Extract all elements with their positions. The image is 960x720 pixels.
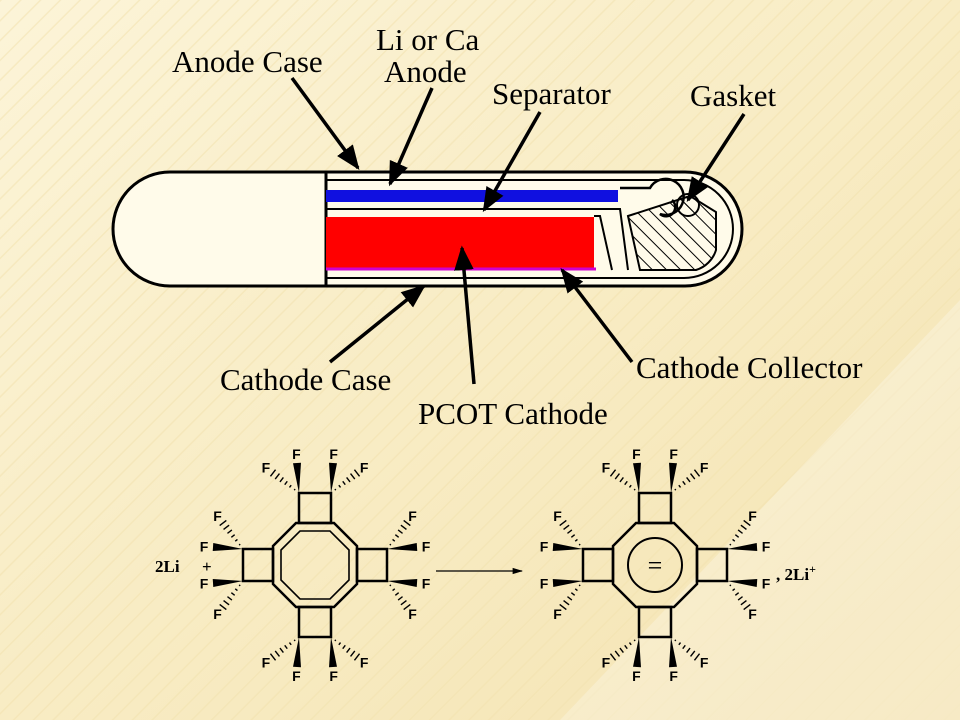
left-cf-hashed-bond: [269, 469, 296, 491]
left-cf-wedge-bond: [329, 637, 337, 668]
arrow-gasket: [686, 113, 746, 203]
left-cf-hashed-bond: [269, 639, 296, 661]
left-fluorine-label: F: [262, 460, 271, 476]
left-fluorine-label: F: [200, 538, 209, 554]
plus-sign: +: [202, 557, 212, 576]
right-cf-wedge-bond: [727, 543, 758, 551]
right-cf-hashed-bond: [609, 469, 636, 491]
left-cf-hashed-bond: [389, 519, 411, 546]
label-anode-case: Anode Case: [172, 44, 323, 79]
right-fluorine-label: F: [553, 508, 562, 524]
left-cf-hashed-bond: [219, 584, 241, 611]
label-separator: Separator: [492, 76, 611, 111]
dianion-charge-symbol: =: [648, 551, 663, 580]
label-gasket: Gasket: [690, 78, 776, 113]
arrow-pcot-cathode: [454, 245, 476, 385]
product-2li-plus: , 2Li+: [776, 562, 816, 584]
left-cf-wedge-bond: [212, 579, 243, 587]
pcot-molecule: [241, 491, 389, 639]
left-fluorine-label: F: [408, 508, 417, 524]
left-cf-hashed-bond: [219, 519, 241, 546]
right-fluorine-label: F: [540, 538, 549, 554]
left-cf-wedge-bond: [329, 462, 337, 493]
right-fluorine-label: F: [700, 460, 709, 476]
left-cf-wedge-bond: [387, 579, 418, 587]
right-fluorine-label: F: [762, 538, 771, 554]
cathode-collector: [594, 208, 629, 271]
right-fluorine-label: F: [540, 576, 549, 592]
right-fluorine-label: F: [602, 654, 611, 670]
right-fluorine-label: F: [632, 668, 641, 684]
right-fluorine-label: F: [700, 654, 709, 670]
left-cf-wedge-bond: [293, 637, 301, 668]
left-cf-wedge-bond: [387, 543, 418, 551]
right-cf-hashed-bond: [609, 639, 636, 661]
right-cf-wedge-bond: [552, 579, 583, 587]
right-fluorine-label: F: [553, 606, 562, 622]
left-fluorine-label: F: [213, 508, 222, 524]
left-cf-wedge-bond: [212, 543, 243, 551]
arrow-cathode-collector: [560, 268, 634, 364]
anode-layer: [326, 190, 618, 202]
right-fluorine-label: F: [762, 576, 771, 592]
right-fluorine-label: F: [748, 508, 757, 524]
left-fluorine-label: F: [329, 446, 338, 462]
left-fluorine-label: F: [360, 654, 369, 670]
left-fluorine-label: F: [292, 446, 301, 462]
reactant-2li: 2Li: [155, 557, 180, 576]
label-cathode-case: Cathode Case: [220, 362, 391, 397]
left-cf-wedge-bond: [293, 462, 301, 493]
right-fluorine-label: F: [632, 446, 641, 462]
left-cf-hashed-bond: [334, 469, 361, 491]
label-anode: Anode: [384, 54, 467, 89]
right-fluorine-label: F: [669, 668, 678, 684]
right-cf-wedge-bond: [633, 637, 641, 668]
leader-arrows: [290, 76, 746, 385]
right-cf-wedge-bond: [552, 543, 583, 551]
left-fluorine-label: F: [262, 654, 271, 670]
right-fluorine-label: F: [602, 460, 611, 476]
right-cf-hashed-bond: [559, 519, 581, 546]
left-fluorine-label: F: [360, 460, 369, 476]
left-fluorine-label: F: [422, 576, 431, 592]
label-pcot-cathode: PCOT Cathode: [418, 396, 608, 431]
arrow-anode: [388, 87, 434, 187]
right-fluorine-label: F: [748, 606, 757, 622]
left-fluorine-label: F: [422, 538, 431, 554]
arrow-cathode-case: [328, 284, 426, 364]
right-cf-hashed-bond: [674, 469, 701, 491]
left-fluorine-label: F: [200, 576, 209, 592]
label-li-or-ca: Li or Ca: [376, 22, 480, 57]
left-fluorine-label: F: [408, 606, 417, 622]
right-cf-wedge-bond: [669, 462, 677, 493]
pcot-dianion-molecule: [581, 491, 729, 639]
battery-cell: [111, 170, 744, 288]
right-cf-wedge-bond: [633, 462, 641, 493]
gasket-hook: [620, 177, 685, 218]
left-fluorine-label: F: [329, 668, 338, 684]
arrow-anode-case: [290, 76, 360, 170]
right-cf-hashed-bond: [729, 519, 751, 546]
right-cf-wedge-bond: [727, 579, 758, 587]
pcot-cathode-layer: [326, 217, 594, 268]
left-cf-hashed-bond: [334, 639, 361, 661]
left-cf-hashed-bond: [389, 584, 411, 611]
right-cf-hashed-bond: [729, 584, 751, 611]
label-cathode-collector: Cathode Collector: [636, 350, 863, 385]
left-fluorine-label: F: [213, 606, 222, 622]
right-cf-wedge-bond: [669, 637, 677, 668]
right-cf-hashed-bond: [559, 584, 581, 611]
right-fluorine-label: F: [669, 446, 678, 462]
left-fluorine-label: F: [292, 668, 301, 684]
arrow-separator: [482, 111, 542, 213]
right-cf-hashed-bond: [674, 639, 701, 661]
